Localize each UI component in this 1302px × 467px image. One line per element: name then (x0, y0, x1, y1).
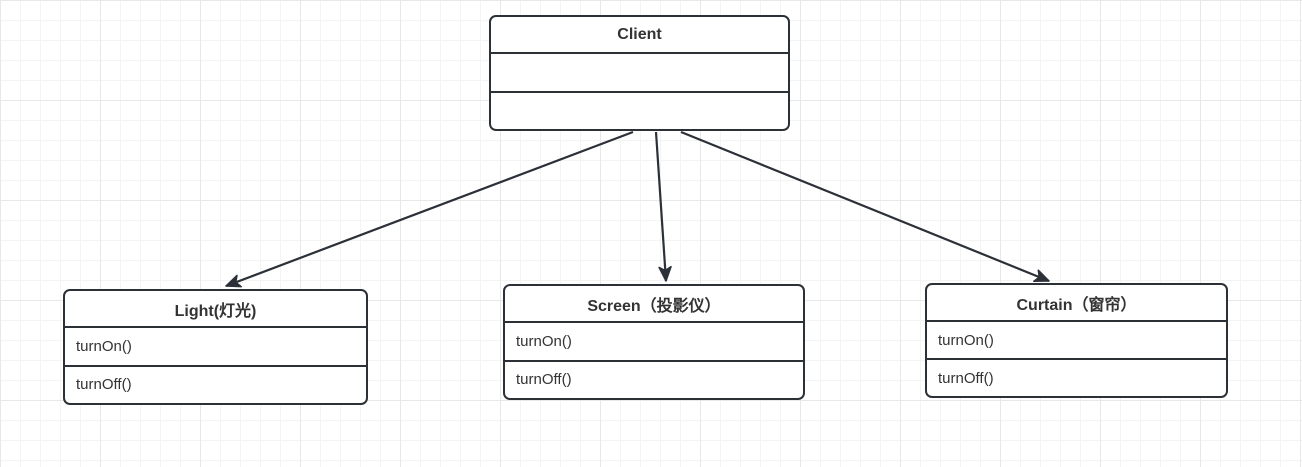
class-title-light: Light(灯光) (65, 291, 366, 328)
method-turnoff: turnOff() (505, 359, 803, 399)
class-compartment-methods (491, 90, 788, 130)
method-turnoff: turnOff() (65, 364, 366, 404)
class-box-curtain[interactable]: Curtain（窗帘） turnOn() turnOff() (925, 283, 1228, 398)
method-turnon: turnOn() (516, 332, 572, 350)
edge-client-to-curtain[interactable] (680, 130, 1050, 283)
edge-client-to-light[interactable] (225, 130, 634, 288)
class-box-screen[interactable]: Screen（投影仪） turnOn() turnOff() (503, 284, 805, 400)
class-title-curtain: Curtain（窗帘） (927, 285, 1226, 322)
method-turnoff: turnOff() (927, 358, 1226, 396)
class-title-client: Client (491, 17, 788, 54)
class-box-client[interactable]: Client (489, 15, 790, 131)
class-box-light[interactable]: Light(灯光) turnOn() turnOff() (63, 289, 368, 405)
class-title-screen: Screen（投影仪） (505, 286, 803, 323)
method-turnon: turnOn() (76, 337, 132, 355)
edge-client-to-screen[interactable] (654, 131, 672, 282)
method-turnon: turnOn() (938, 331, 994, 349)
class-compartment-attributes (491, 54, 788, 91)
